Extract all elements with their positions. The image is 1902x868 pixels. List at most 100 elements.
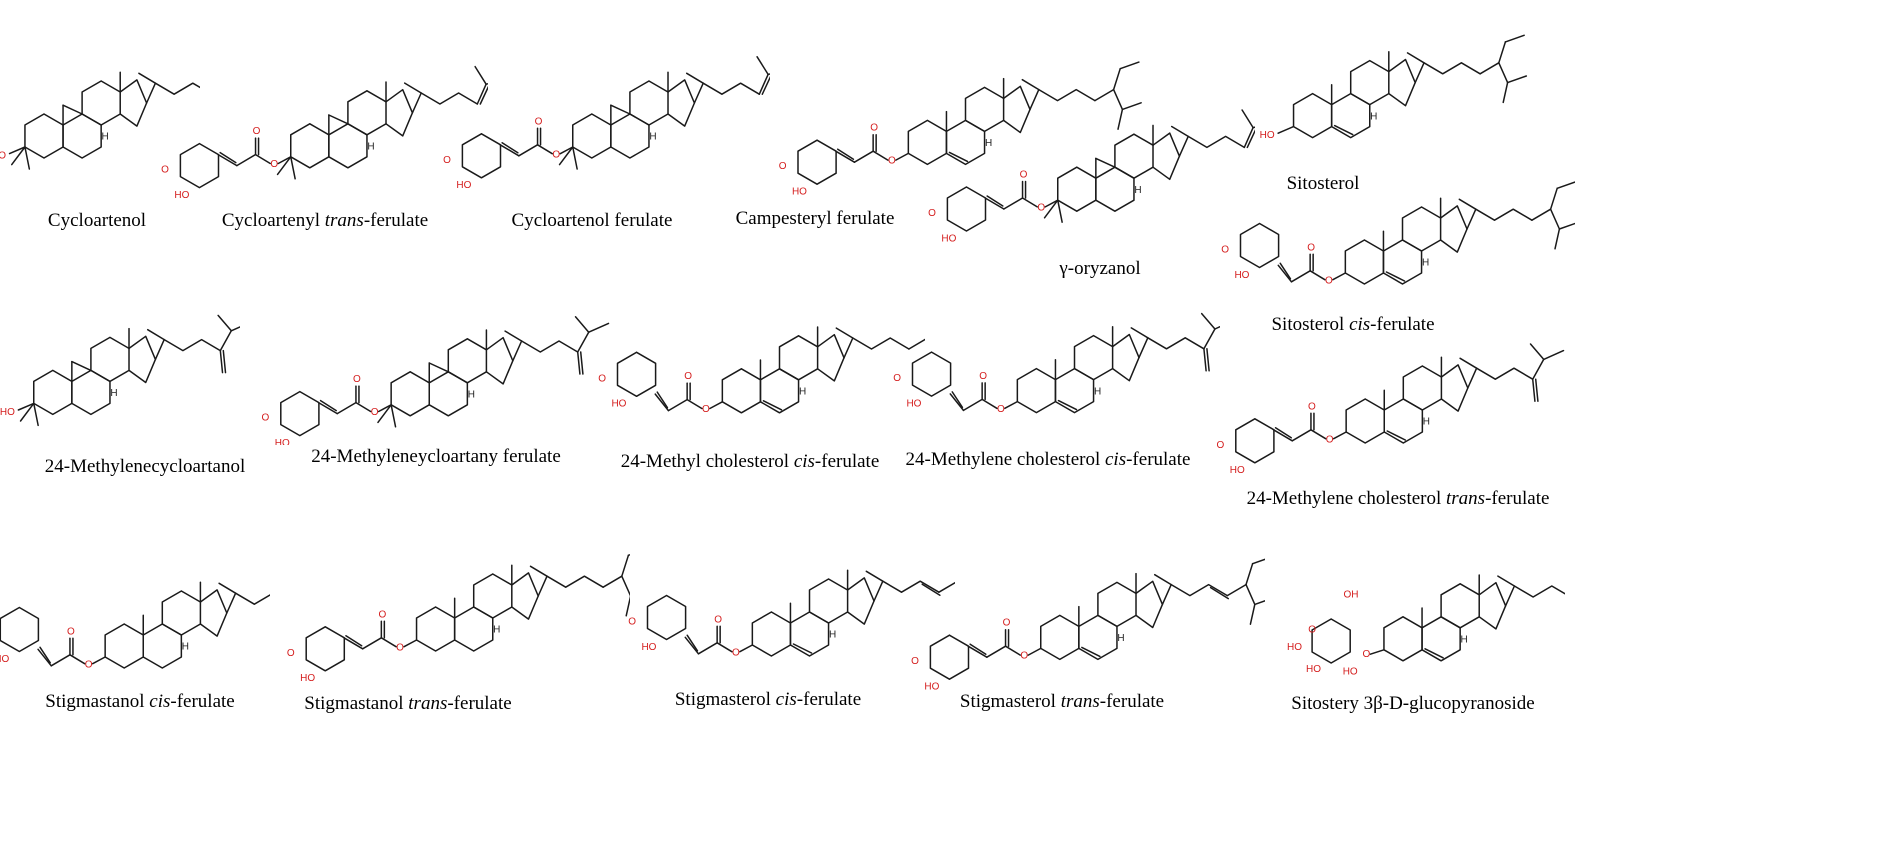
- carbonyl-oxygen: O: [870, 123, 878, 134]
- stereo-h-label: H: [110, 388, 117, 399]
- ring-c: [1349, 59, 1390, 106]
- ring-d: [1440, 364, 1469, 412]
- stereo-h-label: H: [985, 138, 992, 149]
- alkene-1: [336, 401, 357, 415]
- isopropyl-me2: [1502, 81, 1509, 104]
- side-chain: [154, 338, 222, 361]
- ethyl-2: [1119, 61, 1140, 70]
- label-24-methylene-cholesterol-trans-ferulate: 24-Methylene cholesterol trans-ferulate: [1246, 488, 1550, 509]
- ring-b: [759, 368, 800, 414]
- cyclopropane-bond: [1095, 157, 1116, 168]
- isopropyl: [1531, 358, 1545, 380]
- c21-methyl: [1406, 52, 1425, 64]
- ester-oxygen: O: [888, 156, 896, 167]
- alkene-1: [962, 398, 983, 412]
- alkene-2: [499, 144, 520, 157]
- alkene-1: [236, 153, 257, 167]
- ring-c: [1073, 334, 1114, 381]
- alkene-2: [37, 648, 52, 667]
- side-chain: [1161, 583, 1229, 606]
- phenol-oh: HO: [924, 682, 939, 693]
- carbonyl-oxygen: O: [378, 609, 386, 620]
- structure-24-methylenecycloartanol: H HO: [0, 314, 240, 427]
- ring-a: [1292, 92, 1333, 139]
- ring-c: [808, 578, 849, 624]
- carbonyl-oxygen: O: [253, 126, 261, 137]
- c21-methyl: [138, 72, 157, 84]
- delta5-bond: [1333, 124, 1354, 136]
- stereo-h-label: H: [102, 132, 109, 143]
- phenyl-ring: [929, 634, 970, 680]
- side-chain-ene-2: [479, 85, 488, 105]
- delta5-bond: [1424, 648, 1444, 659]
- label-cycloartenol: Cycloartenol: [47, 210, 147, 231]
- c3-oh-bond: [17, 402, 35, 411]
- alkene-double: [656, 391, 669, 409]
- stereo-h-label: H: [468, 390, 475, 401]
- ester-oxygen: O: [1020, 651, 1028, 662]
- ring-c: [90, 336, 130, 383]
- ring-d: [485, 336, 514, 385]
- stereo-h-label: H: [1094, 386, 1101, 397]
- ring-b: [1382, 239, 1423, 285]
- ring-d: [119, 79, 148, 127]
- stereo-h-label: H: [799, 387, 806, 398]
- ester-c-o: [1004, 645, 1021, 656]
- phenol-oh: HO: [456, 180, 471, 191]
- methoxy-oxygen: O: [911, 656, 919, 667]
- side-chain-ene: [758, 73, 769, 95]
- phenol-oh: HO: [611, 399, 626, 410]
- ring-c: [1097, 581, 1137, 628]
- carbonyl-oxygen: O: [535, 116, 543, 127]
- delta5-bond: [762, 400, 783, 411]
- label-24-methylene-cholesterol-cis-ferulate: 24-Methylene cholesterol cis-ferulate: [905, 449, 1191, 470]
- glucose-oh-2: HO: [1306, 664, 1321, 675]
- phenyl-ring: [305, 626, 346, 672]
- alkene-double: [686, 634, 699, 652]
- c21-methyl: [1459, 357, 1478, 369]
- exo-methylene-2: [1534, 378, 1539, 402]
- ring-a: [751, 611, 792, 657]
- glycosidic-bond: [1369, 649, 1385, 655]
- side-chain-ene: [1243, 126, 1254, 149]
- phenyl-ring: [1239, 222, 1280, 269]
- carbonyl-oxygen: O: [1308, 401, 1316, 412]
- ring-b: [453, 606, 494, 652]
- hydroxyl-label: HO: [0, 407, 15, 418]
- isopropyl-me1: [1506, 75, 1528, 84]
- stereo-h-label: H: [1134, 185, 1141, 196]
- glucose-oh-3: HO: [1343, 666, 1358, 677]
- isopropyl: [1245, 583, 1256, 606]
- c3-oh-bond: [8, 146, 26, 155]
- cyclopropane-bond: [428, 362, 450, 373]
- side-chain: [1414, 62, 1481, 84]
- ring-b: [1330, 92, 1371, 139]
- ring-c: [629, 80, 669, 126]
- side-chain: [1138, 337, 1205, 359]
- stereo-h-label: H: [1422, 258, 1429, 269]
- ester-c-o: [380, 637, 397, 648]
- ring-d: [1478, 581, 1507, 630]
- phenol-oh: HO: [941, 233, 956, 244]
- ring-a: [1039, 614, 1080, 661]
- c3-oh-bond: [1277, 125, 1295, 134]
- ring-c: [1401, 206, 1442, 252]
- isopropyl-me2: [587, 322, 610, 333]
- ring-d: [1152, 132, 1181, 181]
- ring-b: [71, 369, 111, 416]
- ring-b: [1078, 614, 1118, 661]
- isopropyl: [621, 575, 630, 597]
- ester-oxygen: O: [85, 659, 93, 670]
- exo-methylene: [1203, 348, 1207, 372]
- phenol-oh: HO: [906, 398, 921, 409]
- alkene-1: [667, 398, 688, 412]
- isopropyl-me2: [625, 595, 630, 617]
- side-chain: [411, 92, 479, 114]
- ring-oxygen: O: [1308, 625, 1316, 636]
- c21-methyl: [835, 327, 854, 339]
- isopropyl-me2: [1249, 603, 1256, 625]
- alkene-double: [319, 399, 337, 412]
